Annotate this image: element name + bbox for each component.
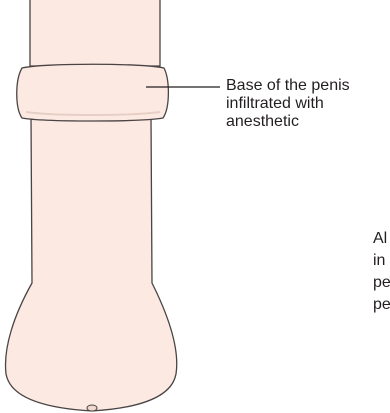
lower-shaft-and-glans <box>6 116 177 411</box>
cropped-side-text: Al in pe pe <box>373 228 390 316</box>
cropped-fragment-1: Al <box>373 228 390 250</box>
annotation-label: Base of the penis infiltrated with anest… <box>226 77 390 131</box>
annotation-line-2: infiltrated with <box>226 95 390 113</box>
annotation-line-3: anesthetic <box>226 113 390 131</box>
cropped-fragment-3: pe <box>373 272 390 294</box>
cropped-fragment-4: pe <box>373 294 390 316</box>
urethral-opening <box>87 405 97 411</box>
cropped-fragment-2: in <box>373 250 390 272</box>
upper-shaft <box>30 0 160 66</box>
annotation-line-1: Base of the penis <box>226 77 390 95</box>
